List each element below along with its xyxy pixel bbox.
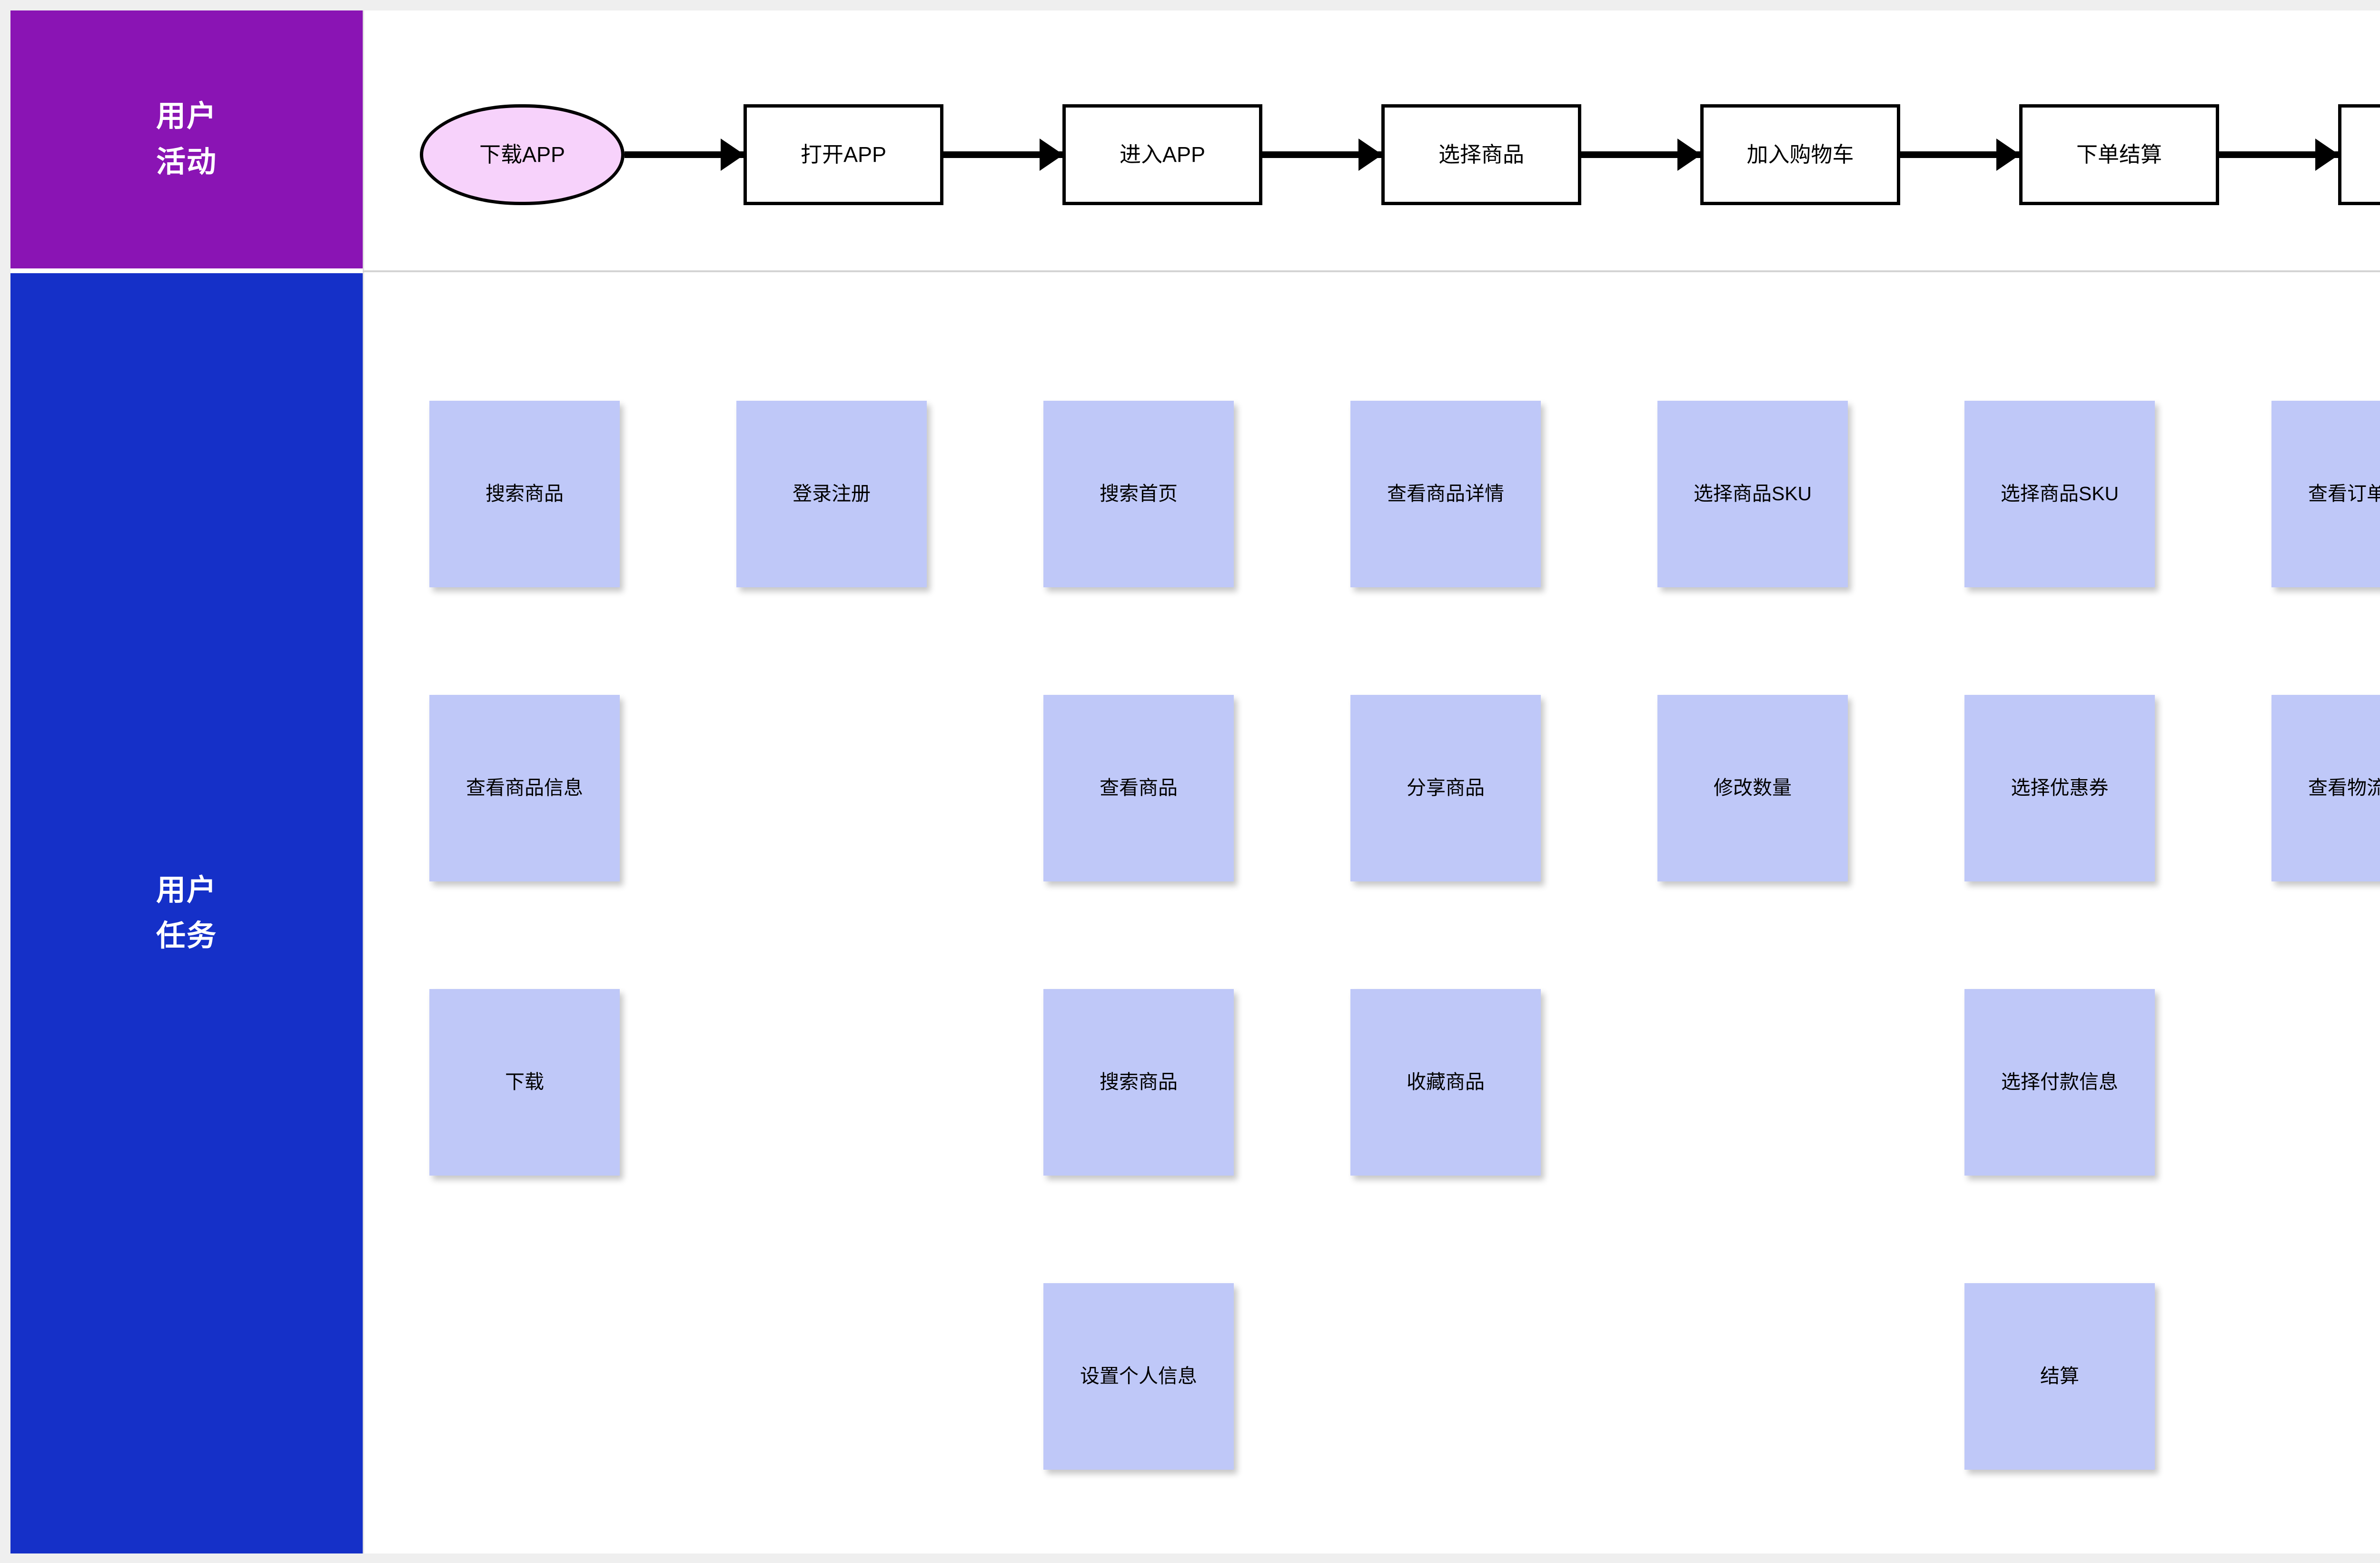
task-cell-r3c5 bbox=[1657, 989, 1848, 1176]
task-card-empty bbox=[1350, 1283, 1541, 1470]
task-card[interactable]: 选择商品SKU bbox=[1964, 401, 2155, 587]
task-cell-r4c6: 结算 bbox=[1964, 1283, 2155, 1470]
task-card[interactable]: 查看商品详情 bbox=[1350, 401, 1541, 587]
task-card[interactable]: 选择付款信息 bbox=[1964, 989, 2155, 1176]
task-cell-r4c3: 设置个人信息 bbox=[1043, 1283, 1234, 1470]
task-cell-r3c1: 下载 bbox=[429, 989, 620, 1176]
flow-node-open-app[interactable]: 打开APP bbox=[744, 104, 943, 205]
task-cell-r3c6: 选择付款信息 bbox=[1964, 989, 2155, 1176]
task-cell-r2c5: 修改数量 bbox=[1657, 695, 1848, 881]
task-card-grid: 搜索商品 登录注册 搜索首页 查看商品详情 选择商品SKU 选择商品SKU 查看… bbox=[429, 401, 2380, 1563]
task-card-empty bbox=[2271, 989, 2380, 1176]
task-card-empty bbox=[736, 1283, 927, 1470]
flow-node-download-app[interactable]: 下载APP bbox=[420, 104, 625, 205]
task-card[interactable]: 搜索首页 bbox=[1043, 401, 1234, 587]
task-cell-r2c1: 查看商品信息 bbox=[429, 695, 620, 881]
flow-node-enter-app[interactable]: 进入APP bbox=[1062, 104, 1262, 205]
flow-arrow-1 bbox=[625, 151, 744, 158]
flow-arrow-3 bbox=[1262, 151, 1381, 158]
task-cell-r4c4 bbox=[1350, 1283, 1541, 1470]
task-cell-r1c5: 选择商品SKU bbox=[1657, 401, 1848, 587]
flow-arrow-6 bbox=[2219, 151, 2338, 158]
task-cell-r3c4: 收藏商品 bbox=[1350, 989, 1541, 1176]
task-card[interactable]: 搜索商品 bbox=[1043, 989, 1234, 1176]
task-card-empty bbox=[2271, 1283, 2380, 1470]
task-row-3: 下载 搜索商品 收藏商品 选择付款信息 bbox=[429, 989, 2380, 1194]
task-cell-r1c3: 搜索首页 bbox=[1043, 401, 1234, 587]
flow-arrow-5 bbox=[1900, 151, 2019, 158]
lane-column-divider bbox=[363, 10, 364, 1553]
task-card[interactable]: 选择商品SKU bbox=[1657, 401, 1848, 587]
task-card[interactable]: 查看商品信息 bbox=[429, 695, 620, 881]
task-cell-r4c2 bbox=[736, 1283, 927, 1470]
task-card-empty bbox=[429, 1283, 620, 1470]
flow-node-order-complete[interactable]: 订单完成 bbox=[2338, 104, 2380, 205]
task-cell-r1c1: 搜索商品 bbox=[429, 401, 620, 587]
task-cell-r1c4: 查看商品详情 bbox=[1350, 401, 1541, 587]
lane-header-user-task-line-1: 用户 bbox=[156, 873, 217, 907]
task-card-empty bbox=[1657, 1283, 1848, 1470]
task-cell-r2c4: 分享商品 bbox=[1350, 695, 1541, 881]
lane-header-user-task: 用户 任务 bbox=[10, 273, 363, 1553]
task-cell-r3c7 bbox=[2271, 989, 2380, 1176]
task-cell-r4c1 bbox=[429, 1283, 620, 1470]
task-card[interactable]: 设置个人信息 bbox=[1043, 1283, 1234, 1470]
task-cell-r2c2 bbox=[736, 695, 927, 881]
lane-row-divider bbox=[363, 270, 2380, 272]
flow-node-add-to-cart[interactable]: 加入购物车 bbox=[1700, 104, 1900, 205]
task-row-2: 查看商品信息 查看商品 分享商品 修改数量 选择优惠券 查看物流信息 退货退款 bbox=[429, 695, 2380, 900]
task-cell-r1c7: 查看订单信息 bbox=[2271, 401, 2380, 587]
task-cell-r3c3: 搜索商品 bbox=[1043, 989, 1234, 1176]
flow-node-place-order[interactable]: 下单结算 bbox=[2019, 104, 2219, 205]
task-card[interactable]: 收藏商品 bbox=[1350, 989, 1541, 1176]
flow-arrow-2 bbox=[943, 151, 1062, 158]
task-card-empty bbox=[736, 989, 927, 1176]
lane-header-user-activity-line-2: 活动 bbox=[156, 146, 217, 178]
task-card[interactable]: 查看订单信息 bbox=[2271, 401, 2380, 587]
task-cell-r2c6: 选择优惠券 bbox=[1964, 695, 2155, 881]
diagram-board: 用户 活动 用户 任务 下载APP 打开APP 进入APP 选择商品 加入购物车… bbox=[10, 10, 2380, 1553]
task-cell-r1c6: 选择商品SKU bbox=[1964, 401, 2155, 587]
task-card[interactable]: 结算 bbox=[1964, 1283, 2155, 1470]
flow-node-select-product[interactable]: 选择商品 bbox=[1381, 104, 1581, 205]
lane-header-user-activity: 用户 活动 bbox=[10, 10, 363, 268]
task-cell-r1c2: 登录注册 bbox=[736, 401, 927, 587]
task-card[interactable]: 搜索商品 bbox=[429, 401, 620, 587]
task-cell-r2c3: 查看商品 bbox=[1043, 695, 1234, 881]
task-row-4: 设置个人信息 结算 bbox=[429, 1283, 2380, 1488]
task-cell-r3c2 bbox=[736, 989, 927, 1176]
task-card-empty bbox=[736, 695, 927, 881]
task-card[interactable]: 分享商品 bbox=[1350, 695, 1541, 881]
task-cell-r4c5 bbox=[1657, 1283, 1848, 1470]
task-card[interactable]: 查看物流信息 bbox=[2271, 695, 2380, 881]
task-card[interactable]: 下载 bbox=[429, 989, 620, 1176]
task-card[interactable]: 登录注册 bbox=[736, 401, 927, 587]
task-card[interactable]: 修改数量 bbox=[1657, 695, 1848, 881]
task-row-1: 搜索商品 登录注册 搜索首页 查看商品详情 选择商品SKU 选择商品SKU 查看… bbox=[429, 401, 2380, 605]
task-cell-r4c7 bbox=[2271, 1283, 2380, 1470]
task-cell-r2c7: 查看物流信息 bbox=[2271, 695, 2380, 881]
task-card-empty bbox=[1657, 989, 1848, 1176]
task-card[interactable]: 选择优惠券 bbox=[1964, 695, 2155, 881]
activity-flow: 下载APP 打开APP 进入APP 选择商品 加入购物车 下单结算 订单完成 收… bbox=[420, 100, 2380, 209]
task-card[interactable]: 查看商品 bbox=[1043, 695, 1234, 881]
lane-header-user-task-line-2: 任务 bbox=[156, 920, 217, 952]
lane-header-user-activity-line-1: 用户 bbox=[156, 99, 217, 133]
flow-arrow-4 bbox=[1581, 151, 1700, 158]
